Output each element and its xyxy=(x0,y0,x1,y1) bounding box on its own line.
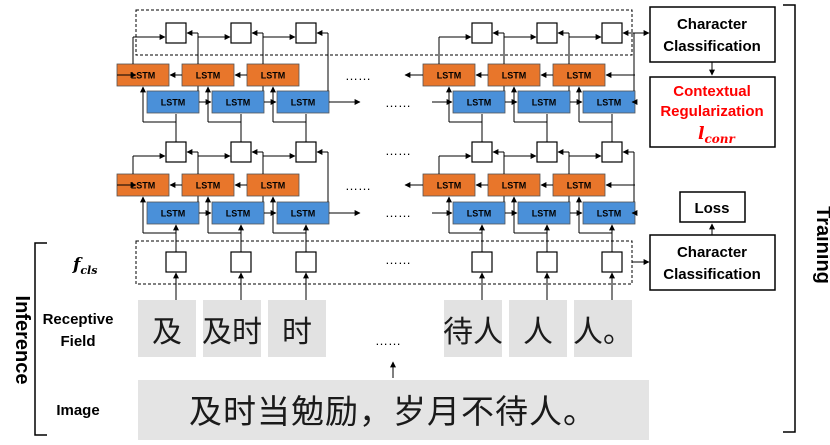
lstm-forward-l1-c2-label: LSTM xyxy=(291,209,316,219)
fcls-label: fcls xyxy=(72,255,97,277)
char-class-bottom-line1: Character xyxy=(677,244,747,261)
lstm-forward-l1-c5-label: LSTM xyxy=(597,209,622,219)
output-node-l1-c1 xyxy=(230,141,252,163)
lstm-backward-l0-c5-label: LSTM xyxy=(567,71,592,81)
fcls-node-c1 xyxy=(230,251,252,273)
ellipsis-top-forward: …… xyxy=(385,95,411,110)
ellipsis-receptive: …… xyxy=(375,333,401,348)
lstm-forward-l1-c0-label: LSTM xyxy=(161,209,186,219)
ellipsis-top-backward: …… xyxy=(345,68,371,83)
contextual-regularization-box: Contextual Regularization lconr xyxy=(649,76,776,148)
char-class-top-line2: Classification xyxy=(663,38,761,55)
lstm-backward-l1-c0-label: LSTM xyxy=(131,181,156,191)
lstm-backward-l0-c4-label: LSTM xyxy=(502,71,527,81)
fcls-node-c2 xyxy=(295,251,317,273)
receptive-crop-text-0: 及 xyxy=(152,315,182,350)
output-node-l0-c3 xyxy=(471,22,493,44)
receptive-crop-text-2: 时 xyxy=(282,315,312,350)
input-image-strip: 及时当勉励，岁月不待人。 xyxy=(138,380,649,440)
training-bracket xyxy=(783,4,796,433)
receptive-crop-4 xyxy=(509,300,567,357)
char-class-top-box: Character Classification xyxy=(649,6,776,63)
fcls-node-c4 xyxy=(536,251,558,273)
image-label: Image xyxy=(56,402,99,419)
contextual-line1: Contextual xyxy=(673,83,751,100)
receptive-crop-text-4: 人 xyxy=(523,315,553,350)
ellipsis-mid-output: …… xyxy=(385,143,411,158)
receptive-label-line1: Receptive xyxy=(43,311,114,328)
inference-label: Inference xyxy=(11,296,33,385)
receptive-crop-1 xyxy=(203,300,261,357)
char-class-bottom-line2: Classification xyxy=(663,266,761,283)
receptive-crop-text-5: 人。 xyxy=(573,315,633,350)
output-node-l1-c0 xyxy=(165,141,187,163)
lstm-backward-l1-c5-label: LSTM xyxy=(567,181,592,191)
lstm-backward-l0-c1-label: LSTM xyxy=(196,71,221,81)
fcls-node-c3 xyxy=(471,251,493,273)
output-node-l1-c2 xyxy=(295,141,317,163)
lstm-forward-l0-c0-label: LSTM xyxy=(161,98,186,108)
lstm-forward-l0-c5-label: LSTM xyxy=(597,98,622,108)
receptive-crop-text-3: 待人 xyxy=(443,315,503,350)
output-node-l0-c0 xyxy=(165,22,187,44)
input-image-text: 及时当勉励，岁月不待人。 xyxy=(189,392,597,431)
lstm-forward-l0-c3-label: LSTM xyxy=(467,98,492,108)
lstm-backward-l1-c2-label: LSTM xyxy=(261,181,286,191)
receptive-crop-5 xyxy=(574,300,632,357)
inference-bracket xyxy=(34,242,47,436)
lstm-backward-l1-c4-label: LSTM xyxy=(502,181,527,191)
lstm-backward-l1-c3-label: LSTM xyxy=(437,181,462,191)
output-node-l1-c5 xyxy=(601,141,623,163)
ellipsis-bottom-forward: …… xyxy=(385,205,411,220)
lstm-forward-l0-c4-label: LSTM xyxy=(532,98,557,108)
contextual-line2: Regularization xyxy=(660,103,763,120)
loss-label: Loss xyxy=(694,200,729,217)
ellipsis-bottom-backward: …… xyxy=(345,178,371,193)
lstm-backward-l0-c0-label: LSTM xyxy=(131,71,156,81)
lstm-backward-l0-c3-label: LSTM xyxy=(437,71,462,81)
lstm-forward-l0-c2-label: LSTM xyxy=(291,98,316,108)
ellipsis-fcls: …… xyxy=(385,252,411,267)
receptive-crop-3 xyxy=(444,300,502,357)
lstm-forward-l1-c4-label: LSTM xyxy=(532,209,557,219)
lstm-backward-l0-c2-label: LSTM xyxy=(261,71,286,81)
output-node-l0-c5 xyxy=(601,22,623,44)
lstm-forward-l0-c1-label: LSTM xyxy=(226,98,251,108)
output-node-l1-c3 xyxy=(471,141,493,163)
char-class-bottom-box: Character Classification xyxy=(649,234,776,291)
receptive-crop-text-1: 及时 xyxy=(202,315,262,350)
top-output-dashed-box xyxy=(135,9,633,56)
receptive-crop-2 xyxy=(268,300,326,357)
receptive-field-crops: 及及时时 待人人人。 xyxy=(138,300,633,357)
training-label: Training xyxy=(812,206,830,284)
lstm-forward-l1-c3-label: LSTM xyxy=(467,209,492,219)
lstm-backward-l1-c1-label: LSTM xyxy=(196,181,221,191)
receptive-crop-0 xyxy=(138,300,196,357)
fcls-node-c0 xyxy=(165,251,187,273)
lconr-label: lconr xyxy=(698,124,737,146)
output-node-l0-c2 xyxy=(295,22,317,44)
loss-box: Loss xyxy=(679,191,746,223)
output-node-l1-c4 xyxy=(536,141,558,163)
char-class-top-line1: Character xyxy=(677,16,747,33)
receptive-label-line2: Field xyxy=(60,333,95,350)
lstm-forward-l1-c1-label: LSTM xyxy=(226,209,251,219)
output-node-l0-c4 xyxy=(536,22,558,44)
lstm-grid: LSTM LSTM LSTM LSTM LSTM LSTM LSTM LSTM LSTM LSTM… xyxy=(116,22,638,300)
fcls-node-c5 xyxy=(601,251,623,273)
output-node-l0-c1 xyxy=(230,22,252,44)
